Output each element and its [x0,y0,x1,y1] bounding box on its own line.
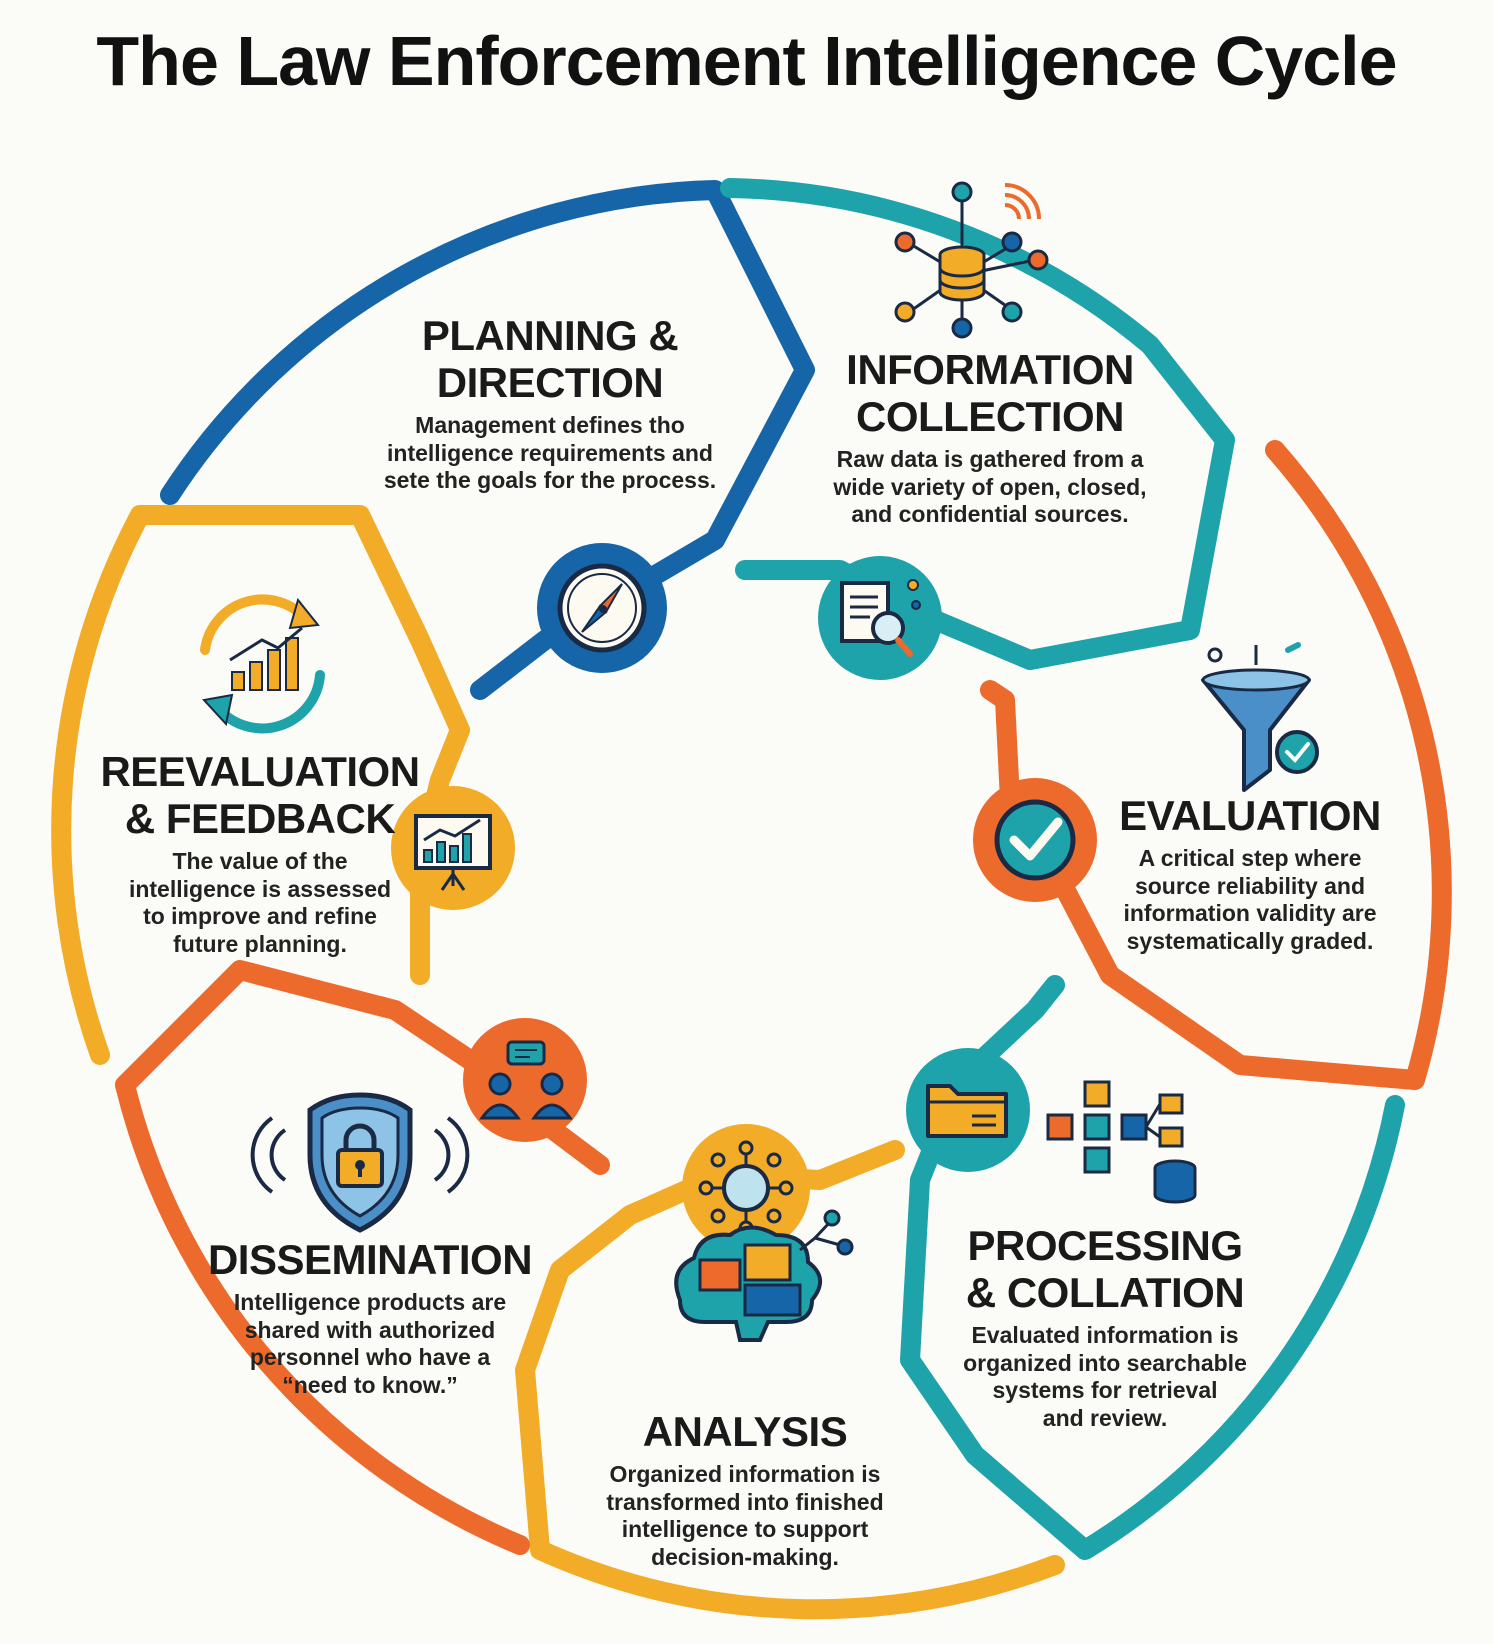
planning-outline [160,180,815,700]
stage-name: INFORMATION COLLECTION [846,346,1134,441]
dissemination-outline [115,960,610,1555]
brain-puzzle-icon [674,1209,854,1342]
stage-collection: INFORMATION COLLECTION Raw data is gathe… [780,346,1200,529]
stage-description: Evaluated information is organized into … [963,1322,1247,1431]
reevaluation-outline [51,505,470,1065]
stage-planning: PLANNING & DIRECTION Management defines … [330,312,770,495]
presentation-chart-icon [414,814,492,891]
stage-name: REEVALUATION & FEEDBACK [100,748,420,843]
network-icon [698,1140,794,1236]
processing-badge [906,1048,1030,1172]
stage-name: PROCESSING & COLLATION [965,1222,1245,1317]
analysis-badge [682,1124,810,1252]
reevaluation-badge [391,786,515,910]
cubes-icon [1046,1080,1197,1204]
processing-outline [900,975,1405,1560]
stage-analysis: ANALYSIS Organized information is transf… [555,1408,935,1571]
collection-outline [720,178,1235,670]
stage-name: DISSEMINATION [207,1236,533,1283]
evaluation-badge [973,778,1097,902]
collection-badge [818,556,942,680]
compass-icon [557,563,647,653]
stage-processing: PROCESSING & COLLATION Evaluated informa… [915,1222,1295,1432]
folder-icon [926,1084,1008,1138]
funnel-icon [1201,642,1319,792]
stage-evaluation: EVALUATION A critical step where source … [1085,792,1415,955]
stage-description: Organized information is transformed int… [606,1461,884,1570]
stage-dissemination: DISSEMINATION Intelligence products are … [175,1236,565,1399]
page-title: The Law Enforcement Intelligence Cycle [96,22,1397,100]
stage-name: PLANNING & DIRECTION [421,312,679,407]
analysis-outline [515,1140,1065,1620]
stage-name: ANALYSIS [642,1408,848,1455]
people-chat-icon [479,1040,573,1120]
stage-description: A critical step where source reliability… [1123,845,1377,954]
stage-description: The value of the intelligence is assesse… [128,848,392,957]
stage-reevaluation: REEVALUATION & FEEDBACK The value of the… [90,748,430,958]
evaluation-outline [980,440,1452,1090]
dissemination-badge [463,1018,587,1142]
shield-lock-icon [250,1092,470,1233]
stage-description: Intelligence products are shared with au… [233,1289,507,1398]
planning-badge [537,543,667,673]
document-search-icon [840,579,921,657]
stage-name: EVALUATION [1119,792,1381,839]
growth-cycle-icon [200,594,325,734]
checkmark-icon [994,799,1076,881]
stage-description: Raw data is gathered from a wide variety… [833,446,1147,528]
database-network-icon [894,181,1049,339]
stage-description: Management defines tho intelligence requ… [383,412,717,494]
